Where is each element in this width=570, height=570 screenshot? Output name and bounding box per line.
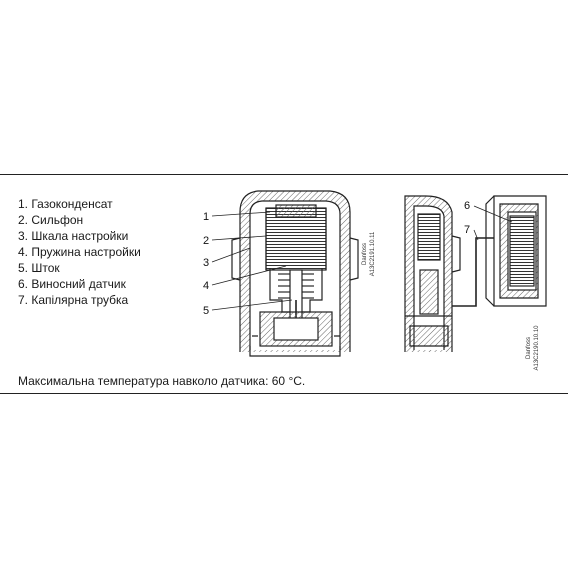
legend-item: 2. Сильфон <box>18 213 84 227</box>
callout-1: 1 <box>203 211 209 223</box>
callout-3: 3 <box>203 257 209 269</box>
left-drawing-stamp: Danfoss A13C2191.10.11 <box>362 231 376 276</box>
legend-item: 4. Пружина настройки <box>18 245 141 259</box>
remote-sensor-cross-section <box>404 195 547 352</box>
svg-text:A13C2191.10.11: A13C2191.10.11 <box>370 231 376 276</box>
max-temperature-caption: Максимальна температура навколо датчика:… <box>18 374 306 388</box>
right-drawing-stamp: Danfoss A13C2190.10.10 <box>526 325 540 371</box>
callout-5: 5 <box>203 305 209 317</box>
callout-6: 6 <box>464 200 470 212</box>
callout-4: 4 <box>203 280 209 292</box>
svg-text:Danfoss: Danfoss <box>362 243 368 265</box>
legend-item: 5. Шток <box>18 261 60 275</box>
svg-text:Danfoss: Danfoss <box>526 337 532 359</box>
built-in-sensor-cross-section <box>231 190 359 357</box>
parts-legend: 1. Газоконденсат 2. Сильфон 3. Шкала нас… <box>18 196 141 308</box>
svg-text:A13C2190.10.10: A13C2190.10.10 <box>534 325 540 371</box>
legend-item: 3. Шкала настройки <box>18 229 129 243</box>
legend-item: 1. Газоконденсат <box>18 197 113 211</box>
legend-item: 7. Капілярна трубка <box>18 293 129 307</box>
right-callouts <box>473 205 513 241</box>
callout-7: 7 <box>464 224 470 236</box>
left-callouts <box>211 211 293 311</box>
callout-2: 2 <box>203 235 209 247</box>
diagram-panel <box>0 174 568 394</box>
legend-item: 6. Виносний датчик <box>18 277 126 291</box>
